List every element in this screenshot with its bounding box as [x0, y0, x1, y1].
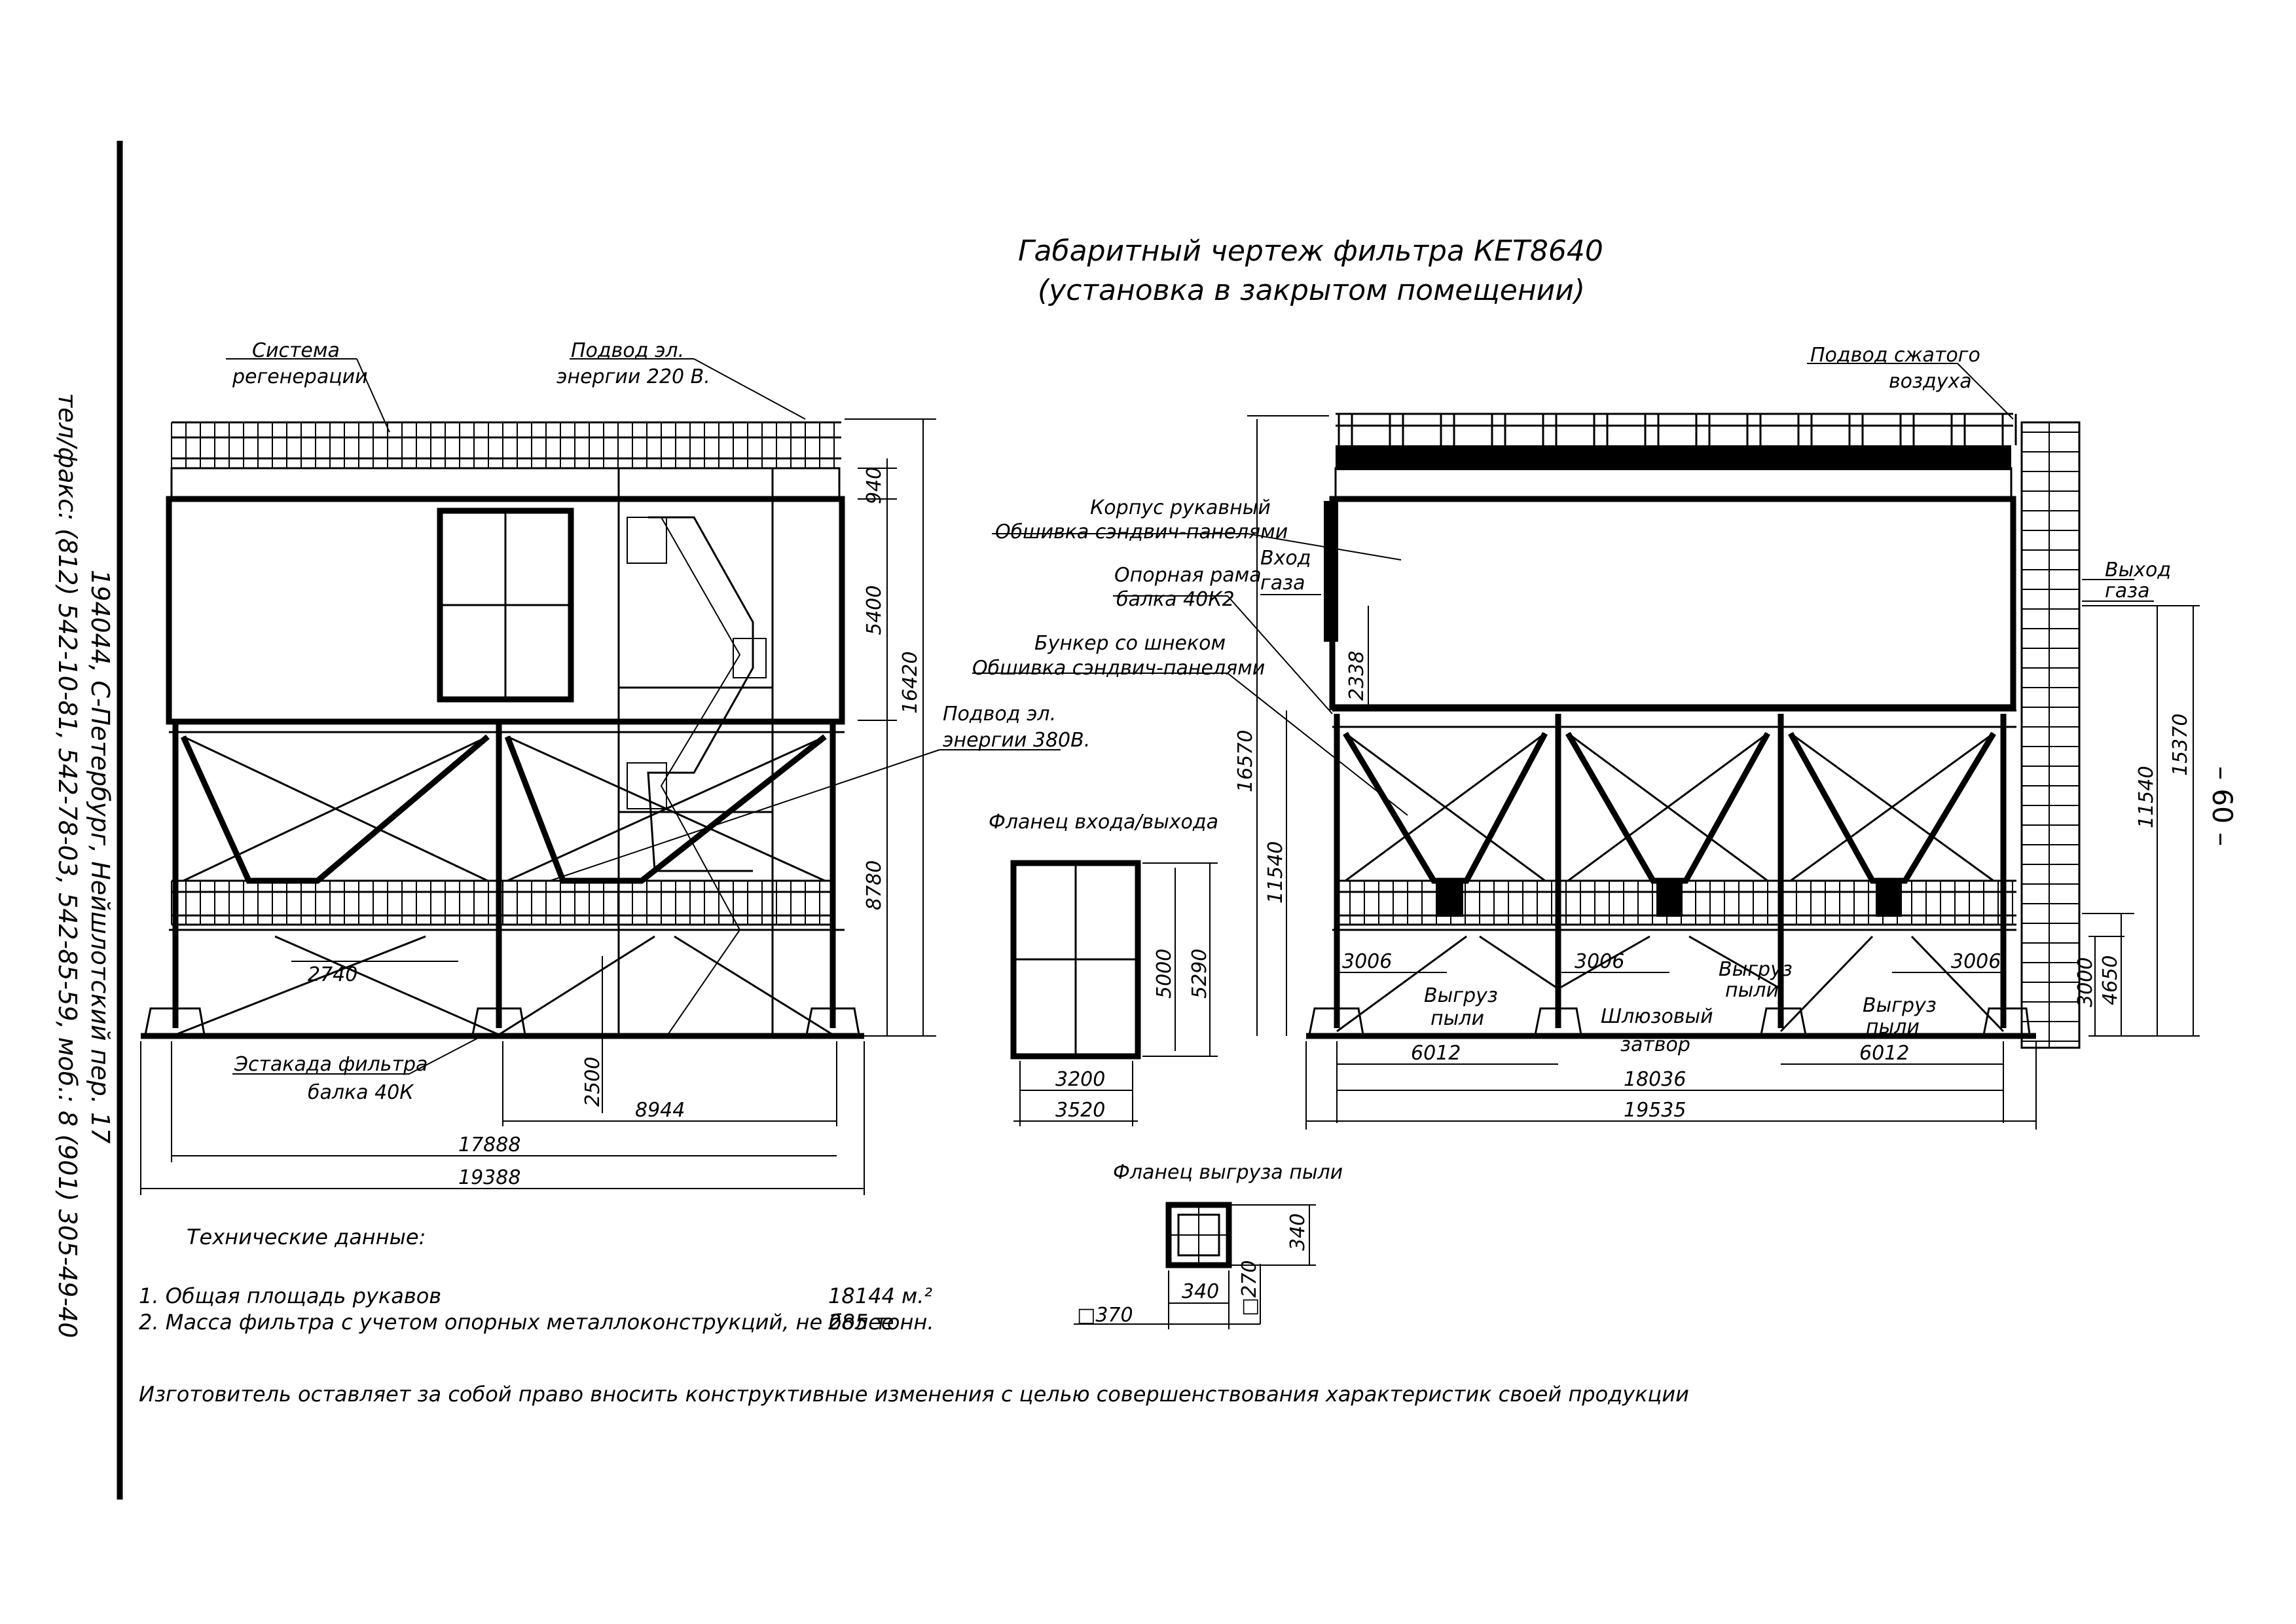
- right-service-platform: [1335, 879, 2016, 926]
- right-dimensions: 16570 11540 2338 15370 11540 3000 4650 3…: [1234, 415, 2200, 1130]
- power380-label-1: Подвод эл.: [943, 703, 1056, 726]
- bunker-label-2: Обшивка сэндвич-панелями: [972, 657, 1265, 680]
- dim-6012-b: 6012: [1859, 1042, 1909, 1065]
- lock-label-2: затвор: [1620, 1033, 1690, 1056]
- dim-19535: 19535: [1624, 1099, 1686, 1122]
- dim-3006-c: 3006: [1951, 950, 2001, 973]
- dim-15370: 15370: [2169, 714, 2192, 776]
- dim-3006-b: 3006: [1575, 950, 1624, 973]
- trestle-label-1: Эстакада фильтра: [234, 1053, 428, 1076]
- dim-5000: 5000: [1153, 949, 1176, 999]
- title-line-2: (установка в закрытом помещении): [1038, 274, 1585, 307]
- dim-5400: 5400: [863, 585, 886, 635]
- tech-row1-value: 18144 м.²: [828, 1283, 932, 1308]
- gas-inlet-duct: [1324, 501, 1338, 642]
- air-label-2: воздуха: [1889, 370, 1972, 393]
- flange-dust: Фланец выгруза пыли 340 340 □370 □270: [1074, 1161, 1343, 1329]
- lock-label-1: Шлюзовый: [1601, 1005, 1713, 1028]
- dim-17888: 17888: [458, 1134, 520, 1156]
- regen-label-2: регенерации: [232, 365, 368, 388]
- left-bunker-frame: [169, 719, 845, 1028]
- dim-18036: 18036: [1624, 1068, 1686, 1091]
- flange-dust-outer: [1165, 1202, 1232, 1268]
- frame-label-1: Опорная рама: [1114, 564, 1262, 587]
- dim-340-h: 340: [1182, 1280, 1219, 1303]
- dim-3006-a: 3006: [1342, 950, 1392, 973]
- flange-io: Фланец входа/выхода 5000 5290 3200 3520: [989, 811, 1218, 1126]
- regen-label-1: Система: [252, 339, 340, 362]
- dim-2740: 2740: [308, 963, 357, 986]
- dim-19388: 19388: [458, 1166, 520, 1189]
- dim-11540-b: 11540: [2135, 766, 2158, 828]
- body-label-2: Обшивка сэндвич-панелями: [995, 521, 1288, 544]
- dust-b-label-2: пыли: [1725, 979, 1779, 1002]
- right-lower-trestle: [1306, 929, 2036, 1039]
- bunker-label-1: Бункер со шнеком: [1034, 632, 1226, 655]
- dim-8944: 8944: [635, 1099, 685, 1122]
- gas-out-label-2: газа: [2105, 580, 2149, 602]
- tech-row2-label: 2. Масса фильтра с учетом опорных металл…: [139, 1310, 894, 1335]
- right-stair-tower: [2020, 421, 2081, 1049]
- dim-940: 940: [863, 467, 886, 504]
- dim-3200: 3200: [1055, 1068, 1105, 1091]
- title-line-1: Габаритный чертеж фильтра КЕТ8640: [1018, 234, 1603, 268]
- dim-340-v: 340: [1286, 1213, 1309, 1251]
- footer-note: Изготовитель оставляет за собой право вн…: [139, 1382, 1689, 1407]
- power220-label-1: Подвод эл.: [571, 339, 684, 362]
- trestle-label-2: балка 40К: [308, 1081, 414, 1104]
- dim-5290: 5290: [1188, 949, 1211, 999]
- address-block: 194044, С-Петербург, Нейшлотский пер. 17…: [53, 393, 115, 1338]
- dim-2338: 2338: [1345, 651, 1368, 701]
- dim-8780: 8780: [863, 860, 886, 910]
- tech-row1-label: 1. Общая площадь рукавов: [139, 1283, 441, 1308]
- body-label-1: Корпус рукавный: [1090, 496, 1271, 519]
- dim-370: □370: [1077, 1304, 1133, 1327]
- left-filter-body: [166, 496, 845, 725]
- frame-label-2: балка 40К2: [1116, 588, 1235, 611]
- left-view: Система регенерации Подвод эл. энергии 2…: [140, 339, 1090, 1195]
- tech-row2-value: 285 тонн.: [828, 1310, 934, 1335]
- left-roof-railing: [171, 421, 841, 468]
- right-filter-body: [1329, 496, 2016, 710]
- dust-c-label-1: Выгруз: [1863, 994, 1937, 1017]
- left-service-platform: [171, 879, 835, 926]
- phone-text: тел/факс: (812) 542-10-81, 542-78-03, 54…: [53, 393, 82, 1338]
- dim-6012-a: 6012: [1411, 1042, 1461, 1065]
- dim-3520: 3520: [1055, 1099, 1105, 1122]
- dim-16420: 16420: [899, 652, 922, 714]
- gas-out-label-1: Выход: [2105, 559, 2171, 581]
- dim-3000: 3000: [2074, 957, 2097, 1007]
- dust-b-label-1: Выгруз: [1719, 958, 1793, 981]
- power220-label-2: энергии 220 В.: [556, 365, 710, 388]
- left-lower-trestle: [141, 929, 864, 1039]
- dim-16570: 16570: [1234, 730, 1257, 792]
- flange-io-title: Фланец входа/выхода: [989, 811, 1218, 834]
- right-roof-equipment: [1334, 413, 2017, 499]
- right-view: Подвод сжатого воздуха Корпус рукавный О…: [972, 344, 2200, 1130]
- gas-in-label-1: Вход: [1260, 547, 1311, 570]
- dust-a-label-1: Выгруз: [1424, 984, 1498, 1007]
- dim-11540-a: 11540: [1264, 841, 1287, 904]
- dust-a-label-2: пыли: [1430, 1007, 1484, 1030]
- right-bunker-frame: [1332, 709, 2016, 1028]
- flange-dust-title: Фланец выгруза пыли: [1113, 1161, 1343, 1184]
- left-roof-slab: [170, 467, 841, 499]
- dim-270: □270: [1238, 1260, 1261, 1316]
- left-dimensions: 940 5400 16420 8780 2740 2500 8944 17888…: [140, 418, 936, 1195]
- air-label-1: Подвод сжатого: [1810, 344, 1980, 367]
- dim-4650: 4650: [2099, 955, 2122, 1005]
- page-number: – 60 –: [2206, 766, 2238, 846]
- dim-2500: 2500: [581, 1057, 604, 1107]
- address-text: 194044, С-Петербург, Нейшлотский пер. 17: [86, 570, 115, 1144]
- tech-heading: Технические данные:: [187, 1225, 426, 1249]
- dust-c-label-2: пыли: [1866, 1016, 1920, 1039]
- gas-in-label-2: газа: [1260, 572, 1305, 595]
- flange-io-outline: [1010, 860, 1141, 1060]
- power380-label-2: энергии 380В.: [943, 729, 1090, 752]
- tech-data: Технические данные: 1. Общая площадь рук…: [139, 1225, 934, 1335]
